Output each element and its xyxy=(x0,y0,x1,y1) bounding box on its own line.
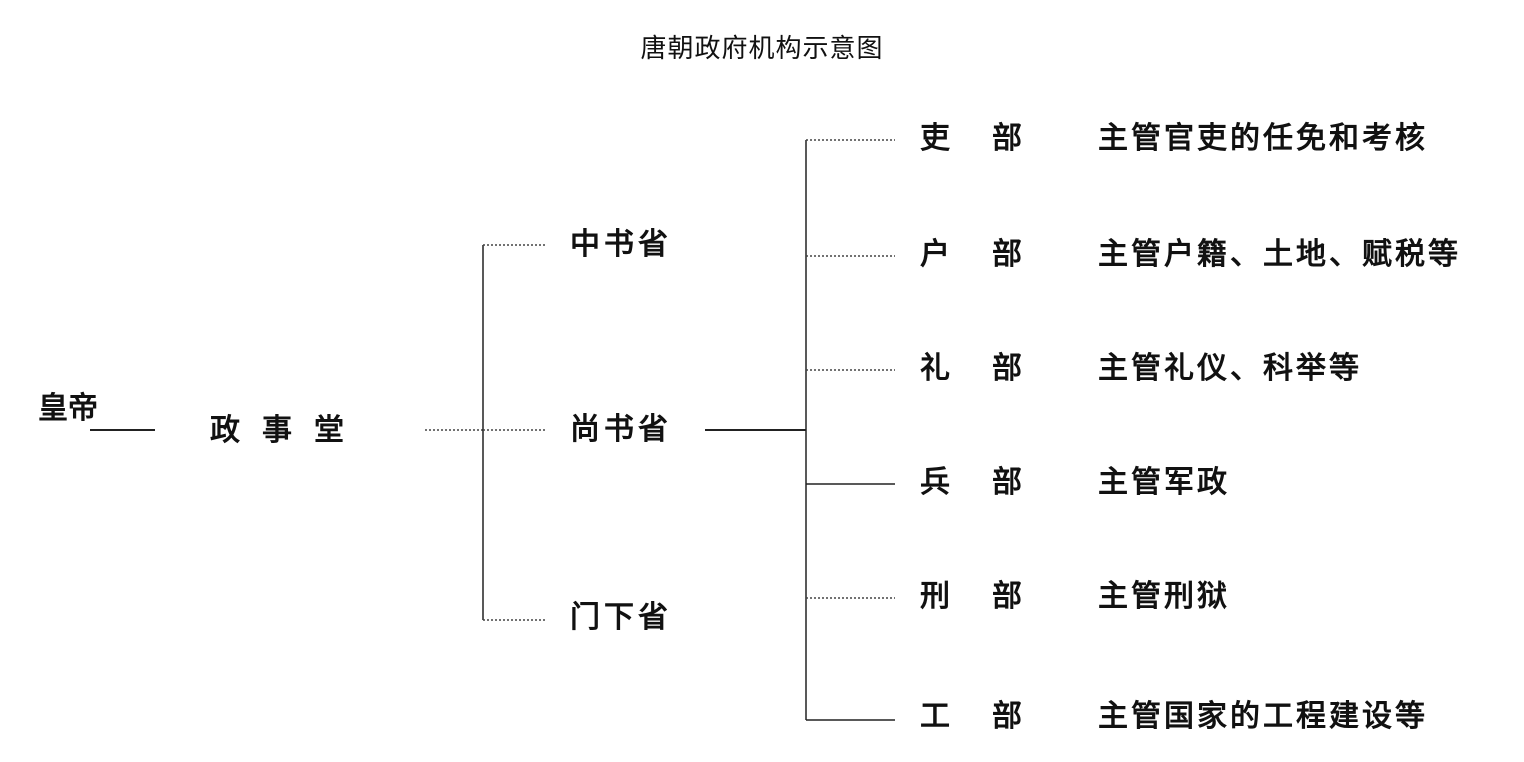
ministry-bing-duty: 主管军政 xyxy=(1098,465,1230,500)
ministry-hu-duty: 主管户籍、土地、赋税等 xyxy=(1098,237,1461,272)
ministry-gong: 工部 xyxy=(920,699,1064,734)
ministry-gong-duty: 主管国家的工程建设等 xyxy=(1098,699,1428,734)
province-shangshu: 尚书省 xyxy=(570,412,672,447)
emperor-node: 皇帝 xyxy=(38,391,98,426)
council-node: 政事堂 xyxy=(210,413,366,448)
ministry-li-personnel-duty: 主管官吏的任免和考核 xyxy=(1098,121,1428,156)
ministry-hu: 户部 xyxy=(920,237,1064,272)
ministry-li-personnel: 吏部 xyxy=(920,121,1064,156)
ministry-xing-duty: 主管刑狱 xyxy=(1098,579,1230,614)
diagram-title: 唐朝政府机构示意图 xyxy=(640,34,884,64)
ministry-li-rites-duty: 主管礼仪、科举等 xyxy=(1098,351,1362,386)
province-menxia: 门下省 xyxy=(570,600,672,635)
province-zhongshu: 中书省 xyxy=(570,227,672,262)
ministry-xing: 刑部 xyxy=(920,579,1064,614)
ministry-bing: 兵部 xyxy=(920,465,1064,500)
ministry-li-rites: 礼部 xyxy=(920,351,1064,386)
